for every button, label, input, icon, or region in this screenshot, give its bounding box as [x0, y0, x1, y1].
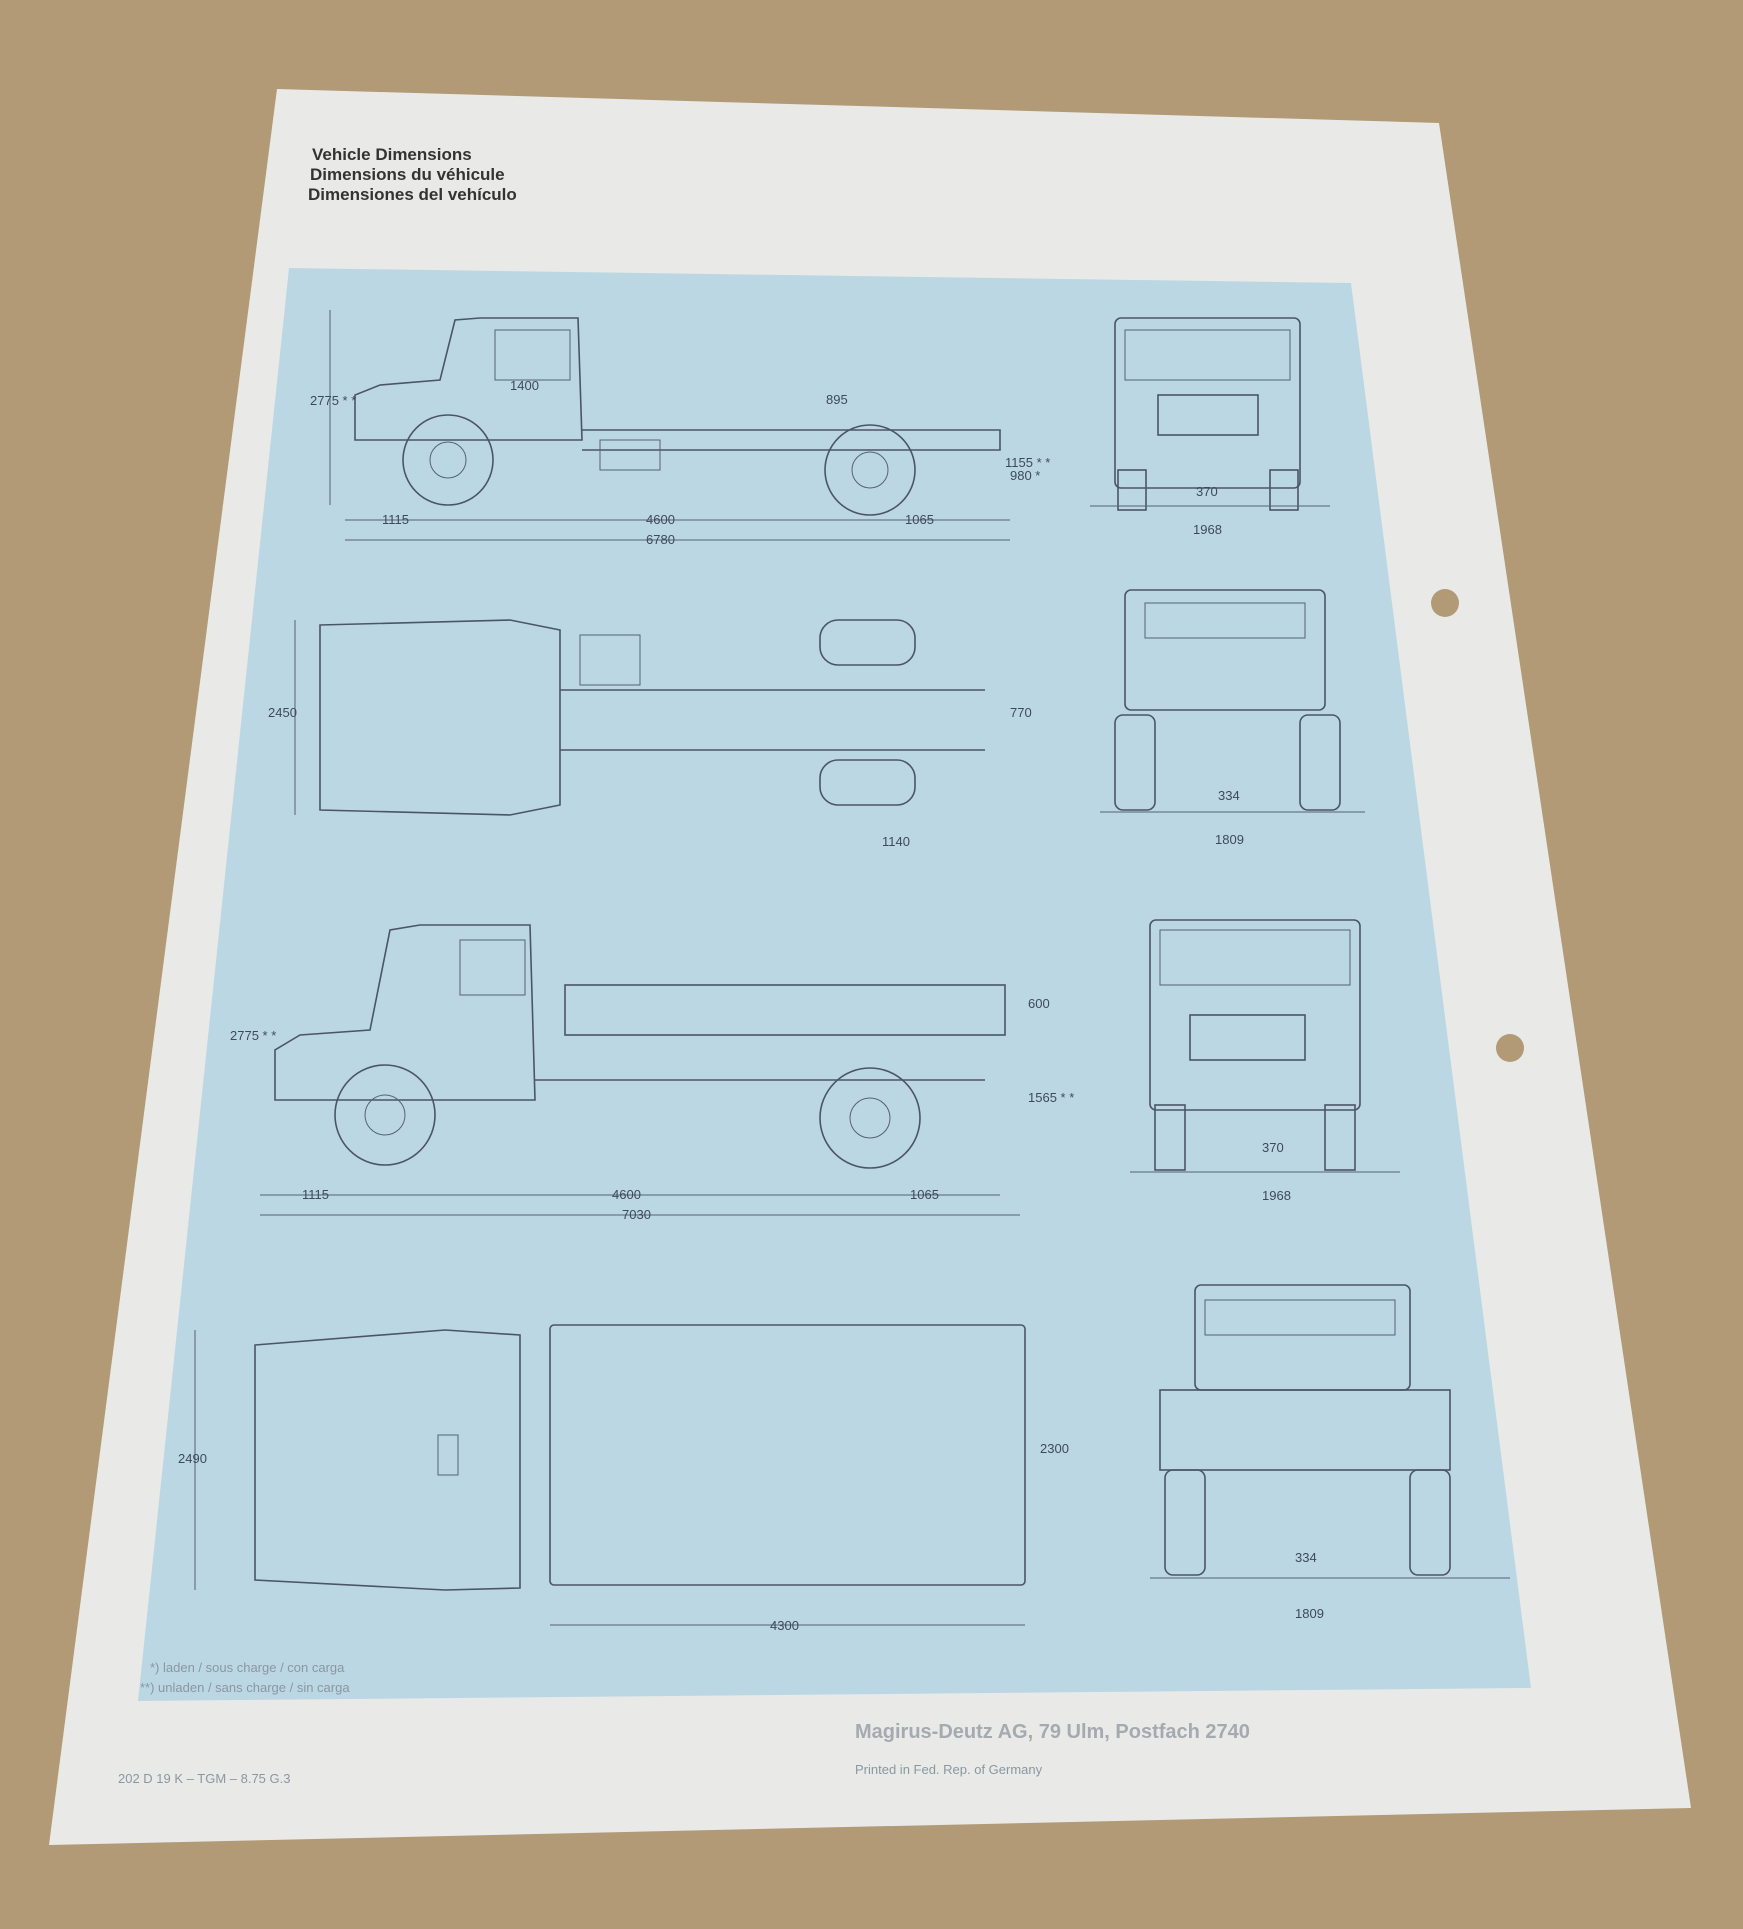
- dim-platform-height: 1565 * *: [1028, 1090, 1074, 1105]
- dim-cab: 1400: [510, 378, 539, 393]
- chassis-top-view: 2450 770 1140: [268, 619, 1032, 849]
- tipper-side-view: 2775 * * 600 1565 * * 1115 4600 1065 703…: [230, 924, 1074, 1222]
- dim-clearance: 334: [1218, 788, 1240, 803]
- print-code: 202 D 19 K – TGM – 8.75 G.3: [118, 1771, 290, 1786]
- dim-side-height: 600: [1028, 996, 1050, 1011]
- dim-front-overhang: 1115: [302, 1187, 329, 1202]
- dim-ground-clearance: 370: [1262, 1140, 1284, 1155]
- dim-body-length: 4300: [770, 1618, 799, 1633]
- dim-front-overhang: 1115: [382, 512, 409, 527]
- dim-rear-offset: 895: [826, 392, 848, 407]
- printed-in: Printed in Fed. Rep. of Germany: [855, 1762, 1043, 1777]
- dim-wheelbase: 4600: [646, 512, 675, 527]
- dim-track: 1809: [1215, 832, 1244, 847]
- company-address: Magirus-Deutz AG, 79 Ulm, Postfach 2740: [855, 1721, 1250, 1743]
- heading-fr: Dimensions du véhicule: [310, 165, 505, 184]
- dim-overall-length: 7030: [622, 1207, 651, 1222]
- tipper-top-view: 2490 2300 4300: [178, 1324, 1069, 1633]
- dim-rear: 1140: [882, 834, 910, 849]
- dim-ground-clearance: 370: [1196, 484, 1218, 499]
- heading-en: Vehicle Dimensions: [312, 145, 472, 164]
- dim-wheelbase: 4600: [612, 1187, 641, 1202]
- tipper-front-view: 370 1968: [1130, 919, 1400, 1203]
- notes: *) laden / sous charge / con carga **) u…: [140, 1660, 350, 1695]
- dim-rear-overhang: 1065: [910, 1187, 939, 1202]
- chassis-rear-view: 334 1809: [1100, 589, 1365, 847]
- punch-hole: [1431, 589, 1459, 617]
- dim-frame-unladen: 1155 * *: [1005, 455, 1050, 470]
- dim-frame-laden: 980 *: [1010, 468, 1040, 483]
- dim-width: 2490: [178, 1451, 207, 1466]
- note-unladen: **) unladen / sans charge / sin carga: [140, 1680, 350, 1695]
- dim-height: 2775 * *: [230, 1028, 276, 1043]
- dim-width: 2450: [268, 705, 297, 720]
- dim-height: 2775 * *: [310, 393, 356, 408]
- dim-track: 1968: [1262, 1188, 1291, 1203]
- note-laden: *) laden / sous charge / con carga: [150, 1660, 345, 1675]
- chassis-front-view: 370 1968: [1090, 317, 1330, 537]
- chassis-side-view: 2775 * * 1400 895 1155 * * 980 * 1115 46…: [310, 310, 1050, 547]
- dim-track: 1809: [1295, 1606, 1324, 1621]
- dim-body-width: 2300: [1040, 1441, 1069, 1456]
- footer: 202 D 19 K – TGM – 8.75 G.3 Magirus-Deut…: [118, 1721, 1250, 1786]
- dim-overall-length: 6780: [646, 532, 675, 547]
- page-heading: Vehicle Dimensions Dimensions du véhicul…: [308, 145, 517, 204]
- dim-clearance: 334: [1295, 1550, 1317, 1565]
- punch-hole: [1496, 1034, 1524, 1062]
- dim-rear-overhang: 1065: [905, 512, 934, 527]
- tipper-rear-view: 334 1809: [1150, 1284, 1510, 1621]
- dim-frame-width: 770: [1010, 705, 1032, 720]
- heading-es: Dimensiones del vehículo: [308, 185, 517, 204]
- dim-track: 1968: [1193, 522, 1222, 537]
